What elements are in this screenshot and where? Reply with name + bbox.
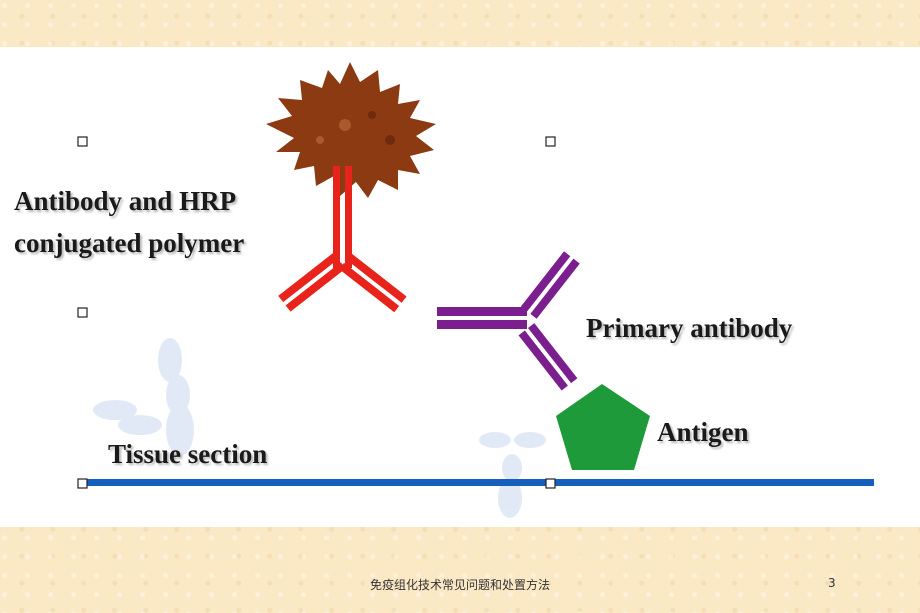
faded-antibody-left [93, 338, 194, 456]
selection-handle[interactable] [77, 478, 88, 489]
hrp-polymer-cluster [266, 62, 436, 198]
hrp-label-line1: Antibody and HRP [14, 186, 237, 216]
tissue-section-line [82, 479, 874, 486]
secondary-antibody [278, 166, 407, 313]
primary-antibody [437, 251, 580, 391]
antigen-label: Antigen [657, 417, 749, 447]
slide-content-panel [0, 47, 920, 527]
selection-handle[interactable] [545, 136, 556, 147]
page-number: 3 [828, 576, 836, 590]
selection-handle[interactable] [77, 136, 88, 147]
primary-antibody-label: Primary antibody [586, 313, 793, 343]
selection-handle[interactable] [77, 307, 88, 318]
antigen-pentagon [556, 384, 650, 470]
hrp-label-line2: conjugated polymer [14, 228, 245, 258]
hrp-polymer-label: Antibody and HRP conjugated polymer [14, 180, 244, 264]
tissue-section-label: Tissue section [108, 439, 268, 469]
selection-handles[interactable] [77, 136, 556, 489]
faded-antibody-center [479, 432, 546, 518]
selection-handle[interactable] [545, 478, 556, 489]
slide-footer: 免疫组化技术常见问题和处置方法 [369, 578, 550, 592]
